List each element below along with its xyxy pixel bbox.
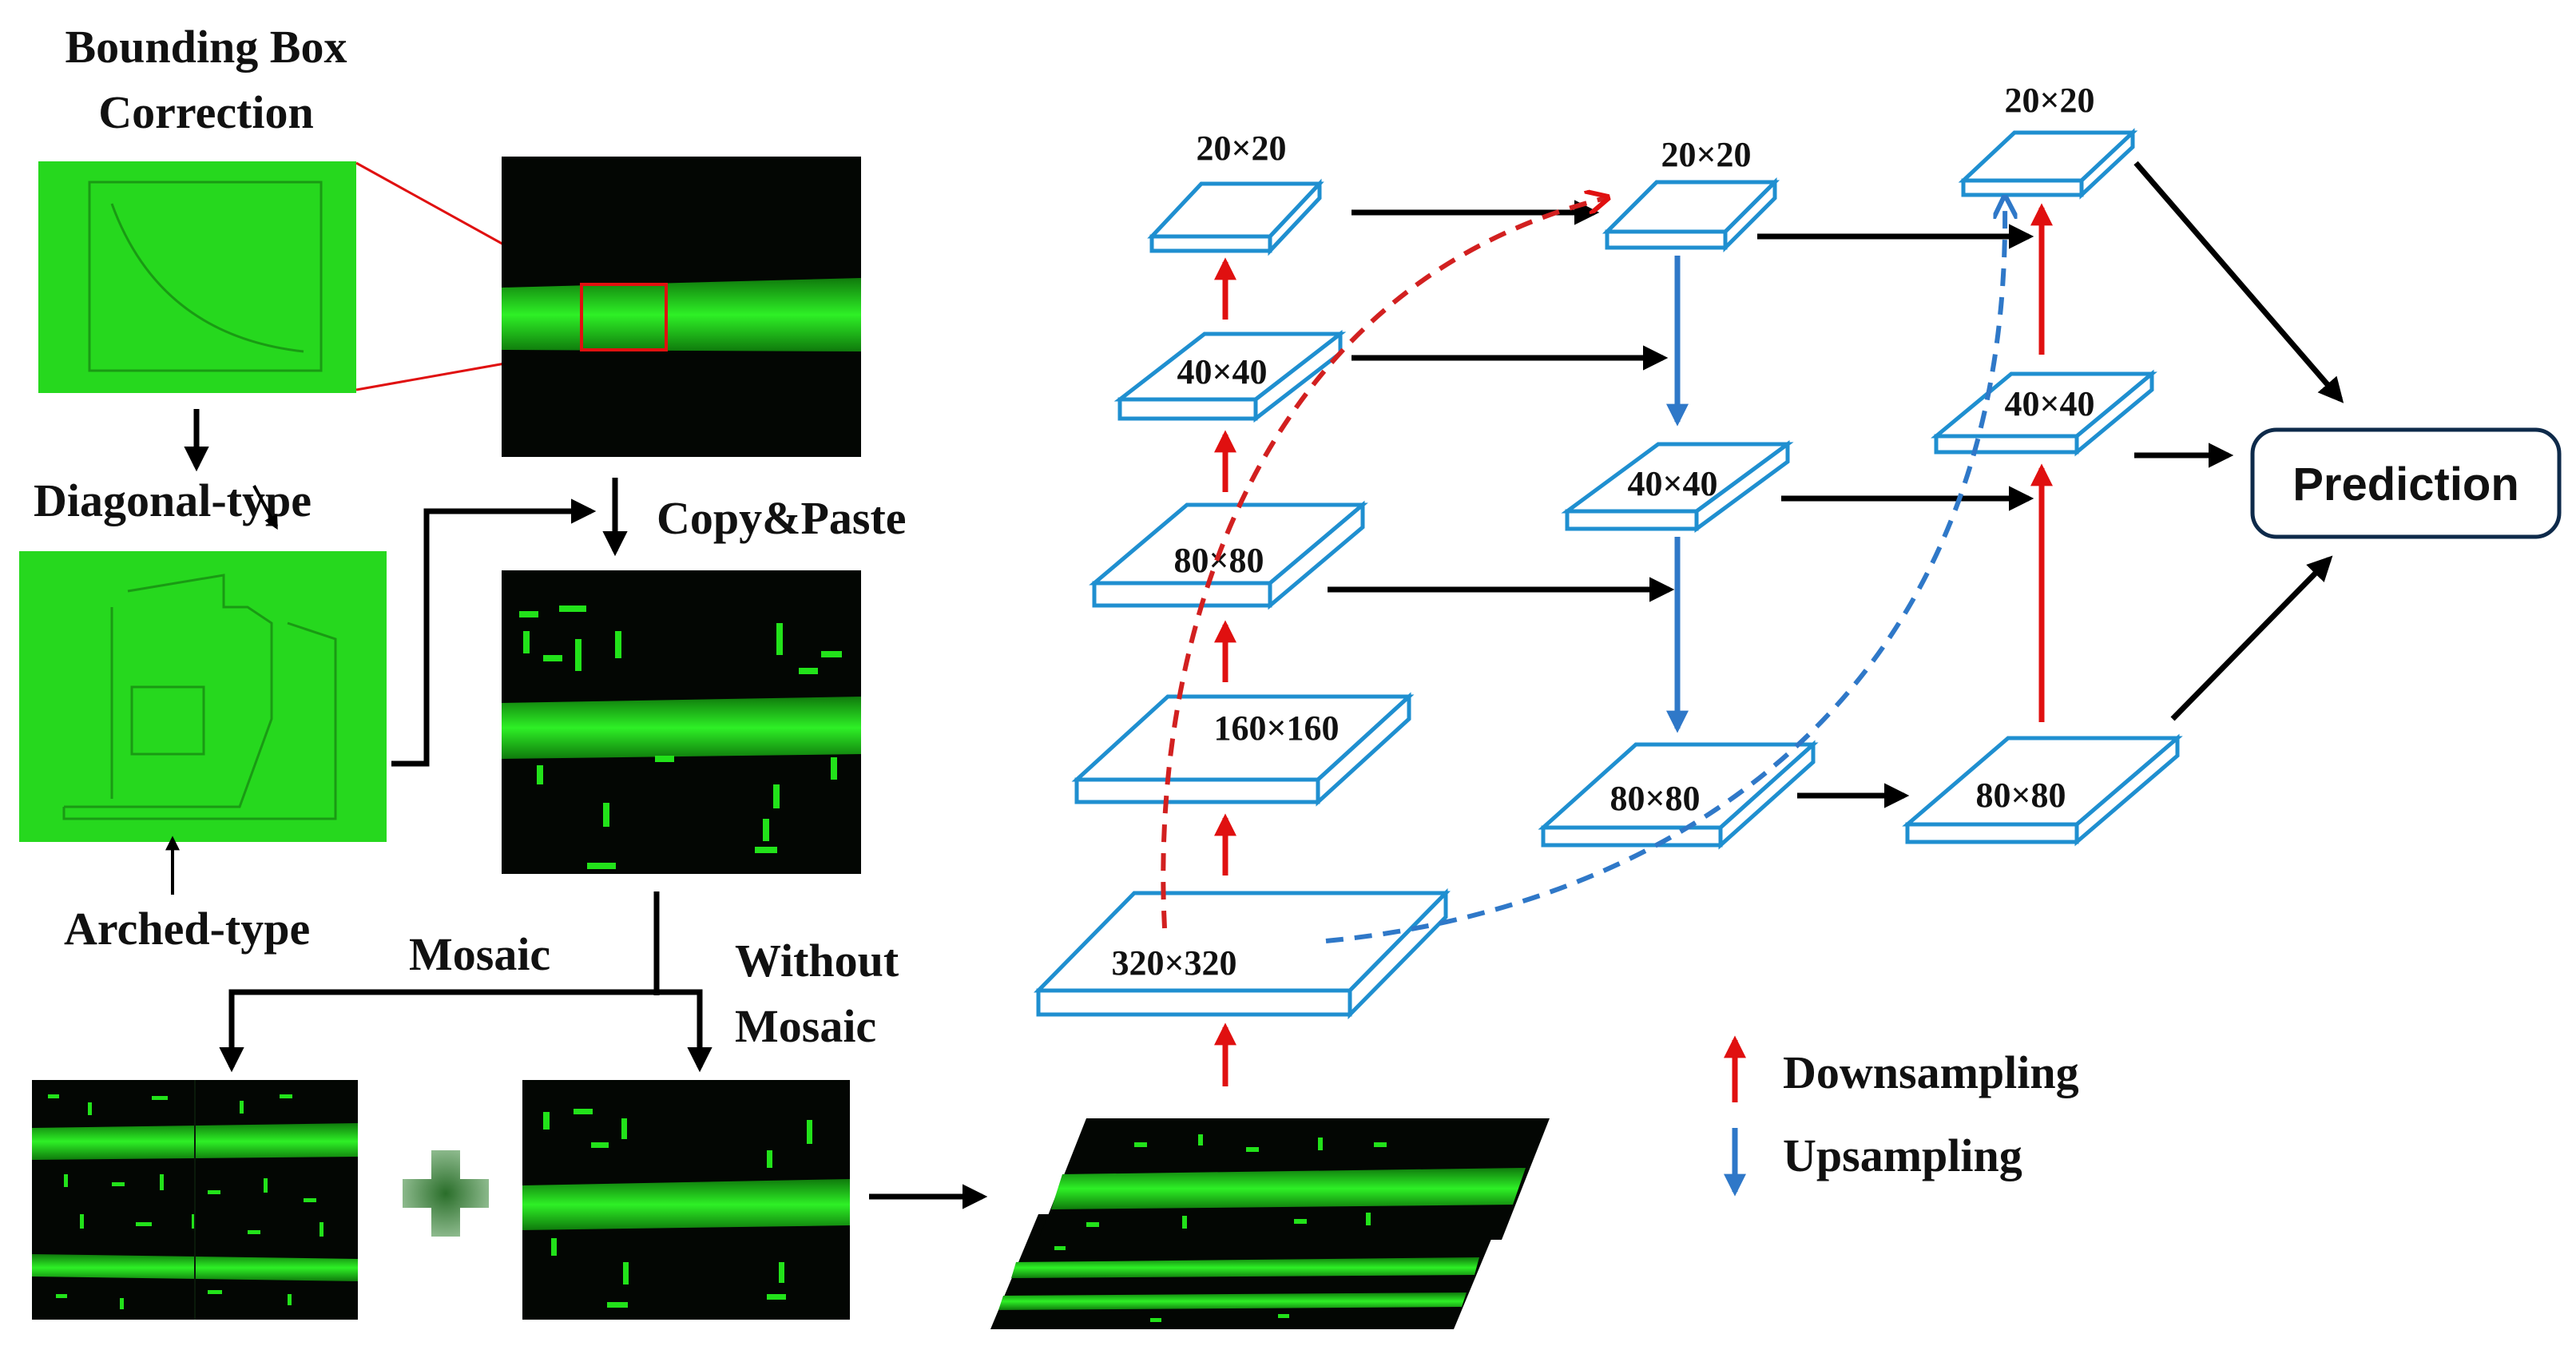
feature-40-head-label: 40×40 xyxy=(2004,384,2094,423)
feature-320-label: 320×320 xyxy=(1111,943,1236,983)
arched-type-label: Arched-type xyxy=(64,903,310,955)
feature-160-label: 160×160 xyxy=(1213,709,1339,748)
prediction-box xyxy=(2250,427,2562,539)
without-mosaic-image xyxy=(522,1080,850,1320)
legend-downsampling-label: Downsampling xyxy=(1783,1046,2079,1098)
arrow-to-without-mosaic xyxy=(657,989,712,1073)
copy-paste-label: Copy&Paste xyxy=(657,492,907,544)
annotated-image xyxy=(19,551,387,842)
without-mosaic-label-2: Mosaic xyxy=(735,1000,876,1052)
feature-20-neck xyxy=(1602,177,1780,253)
bbox-correction-title-2: Correction xyxy=(98,86,314,138)
mosaic-label: Mosaic xyxy=(409,928,550,980)
feature-160 xyxy=(1071,692,1415,807)
input-stack-image xyxy=(990,1118,1550,1329)
feature-40-neck xyxy=(1561,440,1794,533)
feature-20-backbone xyxy=(1147,178,1324,256)
feature-40-head xyxy=(1931,369,2157,457)
arrow-annotated-to-copypaste xyxy=(391,498,597,767)
feature-40-neck-label: 40×40 xyxy=(1627,464,1717,503)
zoomed-crop-image xyxy=(38,161,356,393)
arrow-to-mosaic xyxy=(219,989,657,1073)
feature-20-backbone-label: 20×20 xyxy=(1196,129,1286,168)
plus-icon xyxy=(403,1150,489,1237)
feature-80-neck xyxy=(1538,740,1819,850)
mosaic-image xyxy=(32,1080,358,1320)
skip-connection-red xyxy=(1161,198,1606,929)
feature-320 xyxy=(1034,887,1451,1020)
without-mosaic-label-1: Without xyxy=(735,935,899,987)
arrow-to-prediction xyxy=(2170,555,2333,721)
crop-box xyxy=(580,283,668,351)
feature-40-backbone-label: 40×40 xyxy=(1177,352,1267,391)
feature-80-head xyxy=(1902,733,2183,847)
copy-paste-image xyxy=(502,570,861,874)
legend-upsampling-label: Upsampling xyxy=(1783,1130,2022,1181)
arrow-to-prediction xyxy=(2133,161,2344,403)
feature-40-backbone xyxy=(1113,329,1347,423)
diagonal-pointer xyxy=(252,485,278,530)
source-image xyxy=(502,157,861,457)
feature-20-head-label: 20×20 xyxy=(2004,81,2094,120)
prediction-label: Prediction xyxy=(2292,459,2519,510)
feature-80-head-label: 80×80 xyxy=(1975,776,2066,815)
feature-80-neck-label: 80×80 xyxy=(1610,779,1700,818)
diagonal-type-label: Diagonal-type xyxy=(34,474,312,526)
feature-80-backbone xyxy=(1089,500,1368,610)
feature-20-neck-label: 20×20 xyxy=(1661,135,1751,174)
skip-connection-blue xyxy=(1325,200,2005,943)
bbox-correction-title-1: Bounding Box xyxy=(65,21,347,73)
feature-20-head xyxy=(1958,128,2138,200)
